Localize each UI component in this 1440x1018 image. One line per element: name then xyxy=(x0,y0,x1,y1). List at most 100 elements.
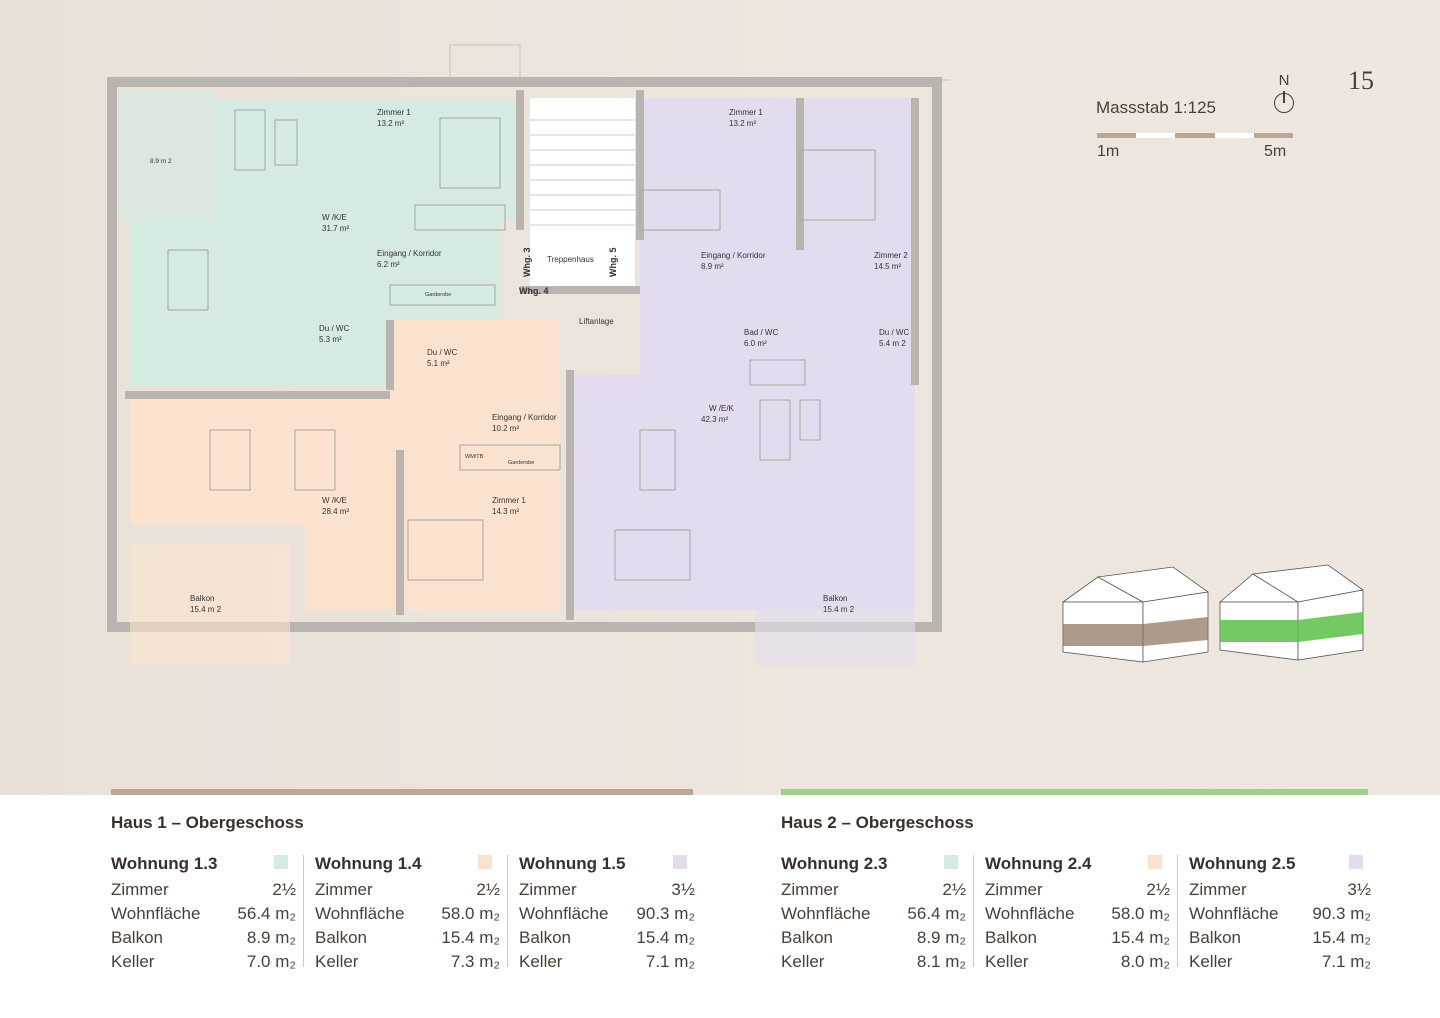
room-label: W /K/E xyxy=(322,213,347,222)
row-value: 7.1 m₂ xyxy=(1321,952,1371,971)
row-label: Balkon xyxy=(781,928,833,947)
row-value: 3½ xyxy=(671,880,695,899)
lift-label: Liftanlage xyxy=(579,317,614,326)
garderobe-label: Garderobe xyxy=(508,460,534,466)
row-label: Keller xyxy=(781,952,825,971)
row-value: 8.9 m₂ xyxy=(246,928,296,947)
room-label: Eingang / Korridor xyxy=(701,251,766,260)
row-value: 7.0 m₂ xyxy=(246,952,296,971)
row-label: Wohnfläche xyxy=(781,904,871,923)
row-value: 15.4 m₂ xyxy=(1312,928,1371,947)
row-label: Balkon xyxy=(1189,928,1241,947)
compass-icon xyxy=(1274,91,1294,113)
room-area: 31.7 m² xyxy=(322,224,349,233)
room-label: Du / WC xyxy=(427,348,457,357)
row-value: 2½ xyxy=(272,880,296,899)
scale-left-label: 1m xyxy=(1097,143,1120,160)
unit-title: Wohnung 2.3 xyxy=(781,854,888,873)
row-value: 15.4 m₂ xyxy=(441,928,500,947)
row-label: Wohnfläche xyxy=(315,904,405,923)
row-label: Keller xyxy=(985,952,1029,971)
row-label: Keller xyxy=(111,952,155,971)
row-label: Balkon xyxy=(519,928,571,947)
room-area: 8.9 m² xyxy=(701,262,724,271)
room-area: 14.3 m² xyxy=(492,507,519,516)
row-label: Zimmer xyxy=(985,880,1043,899)
row-label: Wohnfläche xyxy=(985,904,1075,923)
divider xyxy=(507,855,508,967)
room-area: 13.2 m² xyxy=(729,119,756,128)
section-bar-haus-2 xyxy=(781,789,1368,795)
room-label: Eingang / Korridor xyxy=(492,413,557,422)
room-area: 5.3 m² xyxy=(319,335,342,344)
row-label: Zimmer xyxy=(111,880,169,899)
divider xyxy=(973,855,974,967)
row-value: 2½ xyxy=(476,880,500,899)
unit-title: Wohnung 1.5 xyxy=(519,854,626,873)
row-label: Balkon xyxy=(111,928,163,947)
room-label: Bad / WC xyxy=(744,328,778,337)
row-value: 2½ xyxy=(942,880,966,899)
page-number: 15 xyxy=(1348,66,1374,95)
room-area: 14.5 m² xyxy=(874,262,901,271)
unit-title: Wohnung 2.5 xyxy=(1189,854,1296,873)
color-swatch xyxy=(944,855,958,869)
room-label: Zimmer 2 xyxy=(874,251,908,260)
row-label: Wohnfläche xyxy=(111,904,201,923)
row-value: 90.3 m₂ xyxy=(636,904,695,923)
color-swatch xyxy=(274,855,288,869)
row-label: Zimmer xyxy=(781,880,839,899)
row-value: 8.0 m₂ xyxy=(1120,952,1170,971)
row-value: 3½ xyxy=(1347,880,1371,899)
unit-orange xyxy=(130,320,560,665)
color-swatch xyxy=(673,855,687,869)
whg4-label: Whg. 4 xyxy=(519,286,549,296)
room-label: Zimmer 1 xyxy=(729,108,763,117)
row-label: Wohnfläche xyxy=(1189,904,1279,923)
unit-card-1-3: Wohnung 1.3 Zimmer 2½ Wohnfläche 56.4 m₂ B… xyxy=(111,852,296,974)
room-area: 6.0 m² xyxy=(744,339,767,348)
garderobe-label: Garderobe xyxy=(425,292,451,298)
row-label: Zimmer xyxy=(315,880,373,899)
unit-title: Wohnung 1.3 xyxy=(111,854,218,873)
color-swatch xyxy=(1148,855,1162,869)
divider xyxy=(303,855,304,967)
whg5-label: Whg. 5 xyxy=(608,248,618,278)
row-value: 90.3 m₂ xyxy=(1312,904,1371,923)
row-label: Keller xyxy=(315,952,359,971)
room-area: 42.3 m² xyxy=(701,415,728,424)
wmtb-label: WM/TB xyxy=(465,454,484,460)
row-label: Wohnfläche xyxy=(519,904,609,923)
row-label: Keller xyxy=(1189,952,1233,971)
whg3-label: Whg. 3 xyxy=(522,248,532,278)
row-value: 56.4 m₂ xyxy=(237,904,296,923)
scale-right-label: 5m xyxy=(1264,143,1287,160)
unit-purple xyxy=(570,98,915,665)
row-value: 15.4 m₂ xyxy=(636,928,695,947)
floor-plan: Zimmer 1 13.2 m² W /K/E 31.7 m² Eingang … xyxy=(107,44,950,665)
section-bar-haus-1 xyxy=(111,789,693,795)
row-value: 58.0 m₂ xyxy=(1111,904,1170,923)
room-area: 13.2 m² xyxy=(377,119,404,128)
row-value: 8.9 m₂ xyxy=(916,928,966,947)
room-label: Zimmer 1 xyxy=(492,496,526,505)
room-label: Zimmer 1 xyxy=(377,108,411,117)
unit-title: Wohnung 1.4 xyxy=(315,854,422,873)
row-label: Balkon xyxy=(315,928,367,947)
unit-title: Wohnung 2.4 xyxy=(985,854,1092,873)
section-title-haus-1: Haus 1 – Obergeschoss xyxy=(111,813,304,832)
row-label: Keller xyxy=(519,952,563,971)
row-label: Balkon xyxy=(985,928,1037,947)
stair-label: Treppenhaus xyxy=(547,255,594,264)
room-area: 28.4 m² xyxy=(322,507,349,516)
north-label: N xyxy=(1278,72,1290,89)
divider xyxy=(1177,855,1178,967)
room-label: Du / WC xyxy=(879,328,909,337)
row-value: 7.3 m₂ xyxy=(450,952,500,971)
room-area: 6.2 m² xyxy=(377,260,400,269)
room-label: Du / WC xyxy=(319,324,349,333)
